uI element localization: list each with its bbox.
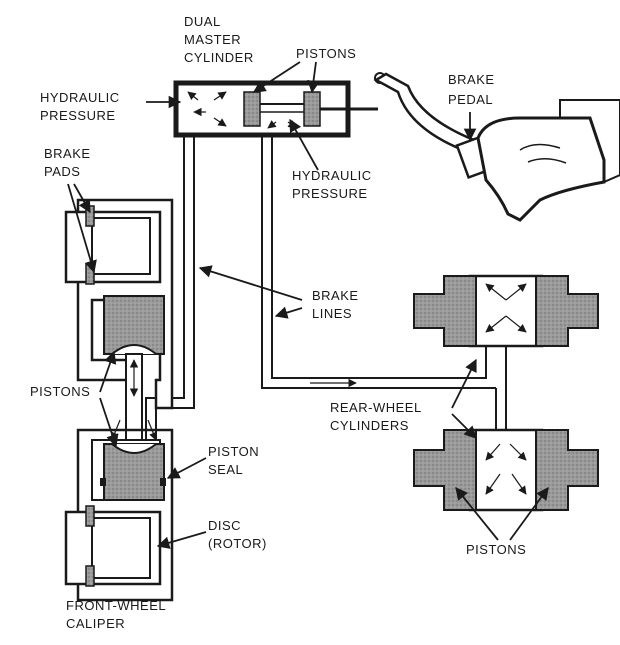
label-hydraulic-pressure-left-2: PRESSURE [40,108,116,123]
label-disc-1: DISC [208,518,241,533]
label-hydraulic-pressure-left-1: HYDRAULIC [40,90,120,105]
labels: DUAL MASTER CYLINDER PISTONS HYDRAULIC P… [30,14,526,631]
leader-lines [67,61,549,549]
front-wheel-caliper [64,198,174,602]
label-brake-lines-1: BRAKE [312,288,359,303]
label-front-wheel-caliper-1: FRONT-WHEEL [66,598,166,613]
rear-wheel-cylinder-lower [413,428,599,512]
shoe [476,99,620,222]
label-rear-wheel-cylinders-2: CYLINDERS [330,418,409,433]
label-brake-pads-1: BRAKE [44,146,91,161]
label-disc-2: (ROTOR) [208,536,267,551]
brake-pedal [373,72,495,180]
label-master-cylinder-3: CYLINDER [184,50,254,65]
label-brake-pads-2: PADS [44,164,80,179]
label-front-wheel-caliper-2: CALIPER [66,616,125,631]
label-pistons-left: PISTONS [30,384,90,399]
label-brake-pedal-2: PEDAL [448,92,493,107]
piston-seal [100,478,106,486]
brake-lines [145,135,507,440]
label-master-cylinder-1: DUAL [184,14,221,29]
master-cylinder [173,80,378,138]
label-master-cylinder-2: MASTER [184,32,241,47]
rear-wheel-cylinder-upper [413,274,599,348]
label-rear-wheel-cylinders-1: REAR-WHEEL [330,400,422,415]
label-brake-pedal-1: BRAKE [448,72,495,87]
master-piston-2 [303,91,321,127]
label-piston-seal-1: PISTON [208,444,259,459]
label-hydraulic-pressure-mid-1: HYDRAULIC [292,168,372,183]
label-pistons-top: PISTONS [296,46,356,61]
label-brake-lines-2: LINES [312,306,352,321]
brake-pad-upper [85,205,95,227]
label-pistons-bottom: PISTONS [466,542,526,557]
master-piston-1 [243,91,261,127]
label-piston-seal-2: SEAL [208,462,243,477]
label-hydraulic-pressure-mid-2: PRESSURE [292,186,368,201]
